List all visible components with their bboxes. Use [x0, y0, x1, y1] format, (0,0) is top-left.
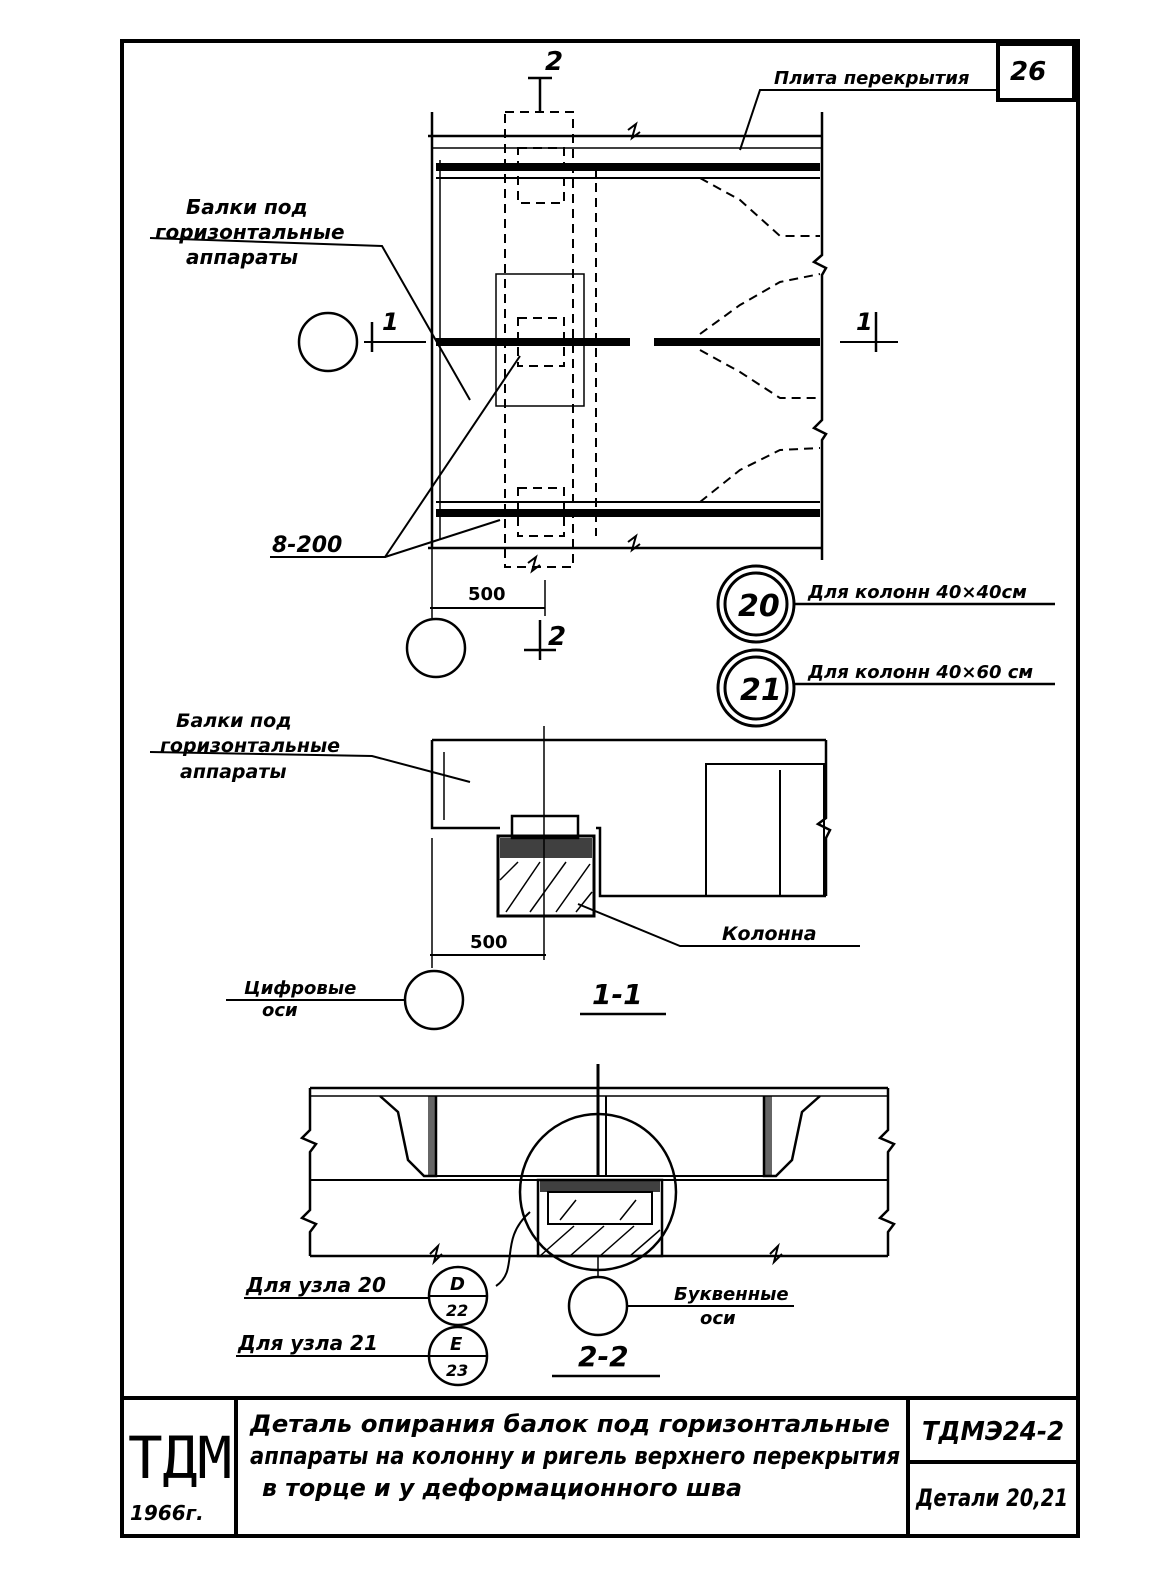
bubble-node20	[427, 1265, 489, 1327]
label-slab: Плита перекрытия	[774, 68, 970, 89]
node20-number: 20	[738, 589, 780, 624]
section-1-mark-right: 1	[856, 308, 873, 336]
title-code: ТДМЭ24-2	[922, 1417, 1064, 1447]
sheet-number-box: 26	[996, 42, 1076, 102]
label-digital-axes-1: Цифровые	[244, 978, 356, 999]
title-block: ТДМ 1966г. Деталь опирания балок под гор…	[122, 1396, 1078, 1536]
sheet-number: 26	[1010, 57, 1046, 87]
label-letter-axes-2: оси	[700, 1308, 736, 1329]
section1-label-beams-1: Балки под	[176, 710, 292, 732]
sheet-frame	[120, 39, 1080, 1538]
title-description-2: аппараты на колонну и ригель верхнего пе…	[250, 1442, 900, 1470]
bubble-node20-top: D	[450, 1274, 465, 1295]
section1-dim-500: 500	[470, 932, 508, 953]
label-beams-2: горизонтальные	[155, 220, 345, 244]
label-beams-3: аппараты	[186, 245, 298, 269]
node21-number: 21	[740, 673, 782, 708]
label-letter-axes-1: Буквенные	[674, 1284, 789, 1305]
title-description-3: в торце и у деформационного шва	[262, 1474, 742, 1502]
bubble-node20-bottom: 22	[446, 1301, 468, 1320]
title-description-1: Деталь опирания балок под горизонтальные	[249, 1410, 890, 1438]
plan-view: 2 2 1 1 500 Плита перекрытия Балки под г…	[149, 47, 998, 679]
section1-label-beams-2: горизонтальные	[160, 735, 340, 757]
label-column: Колонна	[722, 923, 817, 945]
plan-dim-500: 500	[468, 584, 506, 605]
node20-note: Для колонн 40×40см	[807, 582, 1027, 603]
section-1-1: 500 Балки под горизонтальные аппараты Ко…	[149, 710, 860, 1031]
section2-title: 2-2	[578, 1340, 629, 1373]
section-2-mark-top: 2	[545, 47, 563, 77]
node21-circle-outer	[716, 648, 796, 728]
column-section	[496, 834, 596, 918]
axis-bubble-section1	[403, 969, 465, 1031]
axis-bubble-plan-left	[297, 311, 359, 373]
bubble-node21-bottom: 23	[446, 1361, 468, 1380]
section-2-2: Буквенные оси D 22 Для узла 20 E 23 Для …	[236, 1064, 896, 1387]
label-beams-1: Балки под	[186, 195, 308, 219]
bubble-node21-top: E	[450, 1334, 463, 1355]
section-2-mark-bottom: 2	[548, 622, 566, 652]
node21-note: Для колонн 40×60 см	[807, 662, 1033, 683]
title-logo: ТДМ	[128, 1424, 232, 1492]
section1-title: 1-1	[592, 978, 643, 1011]
label-spacing: 8-200	[272, 533, 342, 558]
section-1-mark-left: 1	[382, 308, 399, 336]
axis-bubble-plan-bottom	[405, 617, 467, 679]
axis-bubble-section2	[567, 1275, 629, 1337]
label-node20: Для узла 20	[245, 1273, 386, 1297]
section1-label-beams-3: аппараты	[180, 761, 287, 783]
title-year: 1966г.	[130, 1501, 204, 1525]
label-digital-axes-2: оси	[262, 1000, 298, 1021]
label-node21: Для узла 21	[237, 1331, 378, 1355]
node-references: 20 Для колонн 40×40см 21 Для колонн 40×6…	[716, 564, 1055, 728]
title-details: Детали 20,21	[915, 1484, 1068, 1512]
